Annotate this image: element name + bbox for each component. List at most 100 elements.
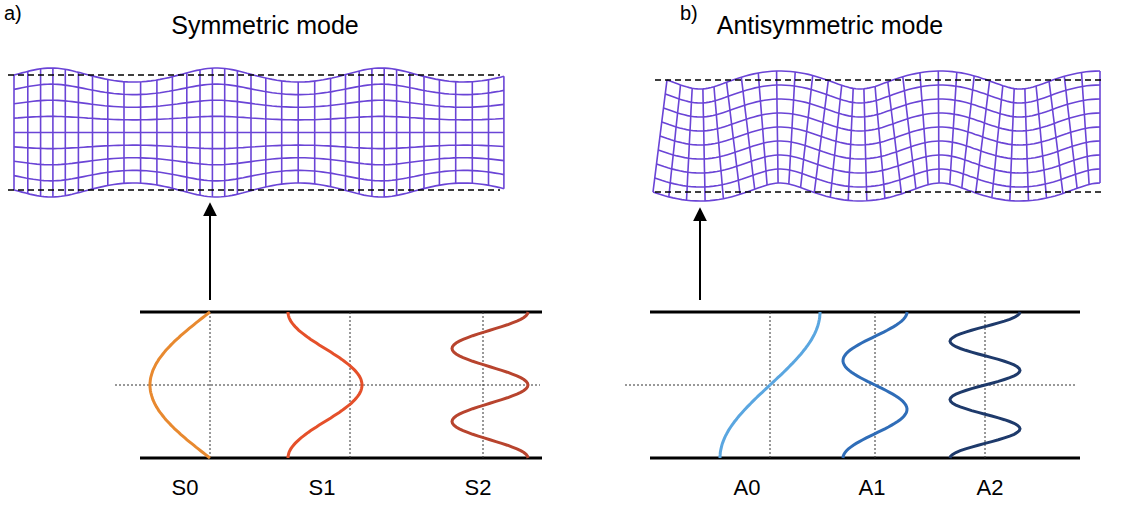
mesh-line xyxy=(830,85,841,197)
pointer-arrow xyxy=(209,205,211,300)
mesh-line xyxy=(396,70,398,196)
mesh-line xyxy=(471,82,473,184)
mesh-line xyxy=(1010,89,1014,201)
mesh-line xyxy=(1064,76,1077,188)
mesh-line xyxy=(758,73,767,185)
mesh-line xyxy=(78,72,80,192)
mesh-line xyxy=(962,76,974,188)
mesh-line xyxy=(662,113,1100,131)
mesh-line xyxy=(653,80,667,192)
mesh-line xyxy=(714,87,723,199)
mesh-line xyxy=(172,77,174,189)
mesh-line xyxy=(65,69,67,195)
mesh-line xyxy=(265,78,267,187)
mesh-line xyxy=(1036,86,1046,198)
plate-surface xyxy=(140,311,542,314)
plate-surface xyxy=(650,457,1080,460)
panel-title: Symmetric mode xyxy=(171,12,359,40)
mesh-line xyxy=(727,82,741,194)
mesh-line xyxy=(1025,89,1029,201)
pointer-arrow xyxy=(699,210,701,300)
panel-letter: a) xyxy=(4,2,22,24)
mesh-line xyxy=(665,85,1100,103)
mesh-line xyxy=(658,141,1100,159)
mesh-line xyxy=(789,72,795,184)
mesh-line xyxy=(976,81,990,193)
mesh-line xyxy=(224,69,226,197)
mode-label: A2 xyxy=(977,476,1004,500)
mode-shape-curve xyxy=(720,312,820,458)
mesh-line xyxy=(358,71,360,194)
mesh-line xyxy=(92,76,94,189)
mesh-line xyxy=(937,71,939,183)
mesh-line xyxy=(888,82,902,194)
mesh-line xyxy=(503,76,505,188)
mesh-line xyxy=(657,155,1101,173)
mode-label: A1 xyxy=(859,476,886,500)
mesh-line xyxy=(423,76,425,188)
mesh-line xyxy=(14,132,504,134)
mesh-line xyxy=(281,81,283,184)
mesh-line xyxy=(814,81,828,193)
mesh-line xyxy=(345,75,347,191)
mesh-line xyxy=(107,80,109,186)
mesh-line xyxy=(848,88,853,200)
dashed-boundary xyxy=(655,191,1105,192)
mesh-line xyxy=(741,77,754,189)
panel-letter: b) xyxy=(680,2,698,24)
mesh-line xyxy=(383,68,385,197)
mesh-line xyxy=(950,72,957,184)
mesh-line xyxy=(1082,73,1090,185)
mesh-line xyxy=(875,86,885,198)
mesh-line xyxy=(250,74,252,190)
antisymmetric-mesh xyxy=(653,71,1100,201)
mesh-line xyxy=(669,85,681,197)
mesh-line xyxy=(14,158,504,165)
mesh-line xyxy=(199,70,201,196)
dashed-boundary xyxy=(8,74,500,75)
dashed-boundary xyxy=(655,79,1105,80)
mode-label: A0 xyxy=(734,476,761,500)
mesh-line xyxy=(297,82,299,183)
mesh-line xyxy=(14,145,504,149)
plate-surface xyxy=(650,311,1080,314)
mesh-line xyxy=(330,78,332,186)
mesh-line xyxy=(14,100,504,107)
panel-title: Antisymmetric mode xyxy=(717,12,943,40)
mesh-line xyxy=(409,73,411,193)
mesh-line xyxy=(14,170,504,181)
mesh-line xyxy=(1099,71,1101,183)
mode-label: S2 xyxy=(465,476,492,500)
symmetric-mesh xyxy=(14,68,504,197)
mesh-line xyxy=(156,80,158,185)
mesh-line xyxy=(777,71,779,183)
mesh-line xyxy=(140,82,142,183)
mesh-line xyxy=(992,86,1003,198)
mode-shapes xyxy=(150,312,1020,458)
mesh-line xyxy=(27,71,29,193)
mode-shape-curve xyxy=(452,312,528,458)
dashed-boundary xyxy=(8,189,500,190)
mode-shape-curve xyxy=(843,312,907,458)
mesh-line xyxy=(920,73,928,185)
mode-label: S1 xyxy=(309,476,336,500)
mode-label: S0 xyxy=(172,476,199,500)
mesh-line xyxy=(1049,81,1063,193)
mesh-line xyxy=(371,69,373,197)
mesh-line xyxy=(903,77,916,189)
mesh-line xyxy=(123,82,125,184)
mesh-line xyxy=(864,89,867,201)
mesh-line xyxy=(801,76,813,188)
mesh-line xyxy=(14,116,504,120)
center-lines xyxy=(115,312,1075,458)
mesh-line xyxy=(687,88,693,200)
mesh-line xyxy=(488,80,490,186)
mesh-line xyxy=(314,81,316,184)
mode-shape-curve xyxy=(288,312,362,458)
mesh-line xyxy=(237,71,239,194)
mesh-line xyxy=(703,89,705,201)
plate-surface xyxy=(140,457,542,460)
mesh-line xyxy=(40,69,42,196)
mesh-line xyxy=(455,82,457,183)
